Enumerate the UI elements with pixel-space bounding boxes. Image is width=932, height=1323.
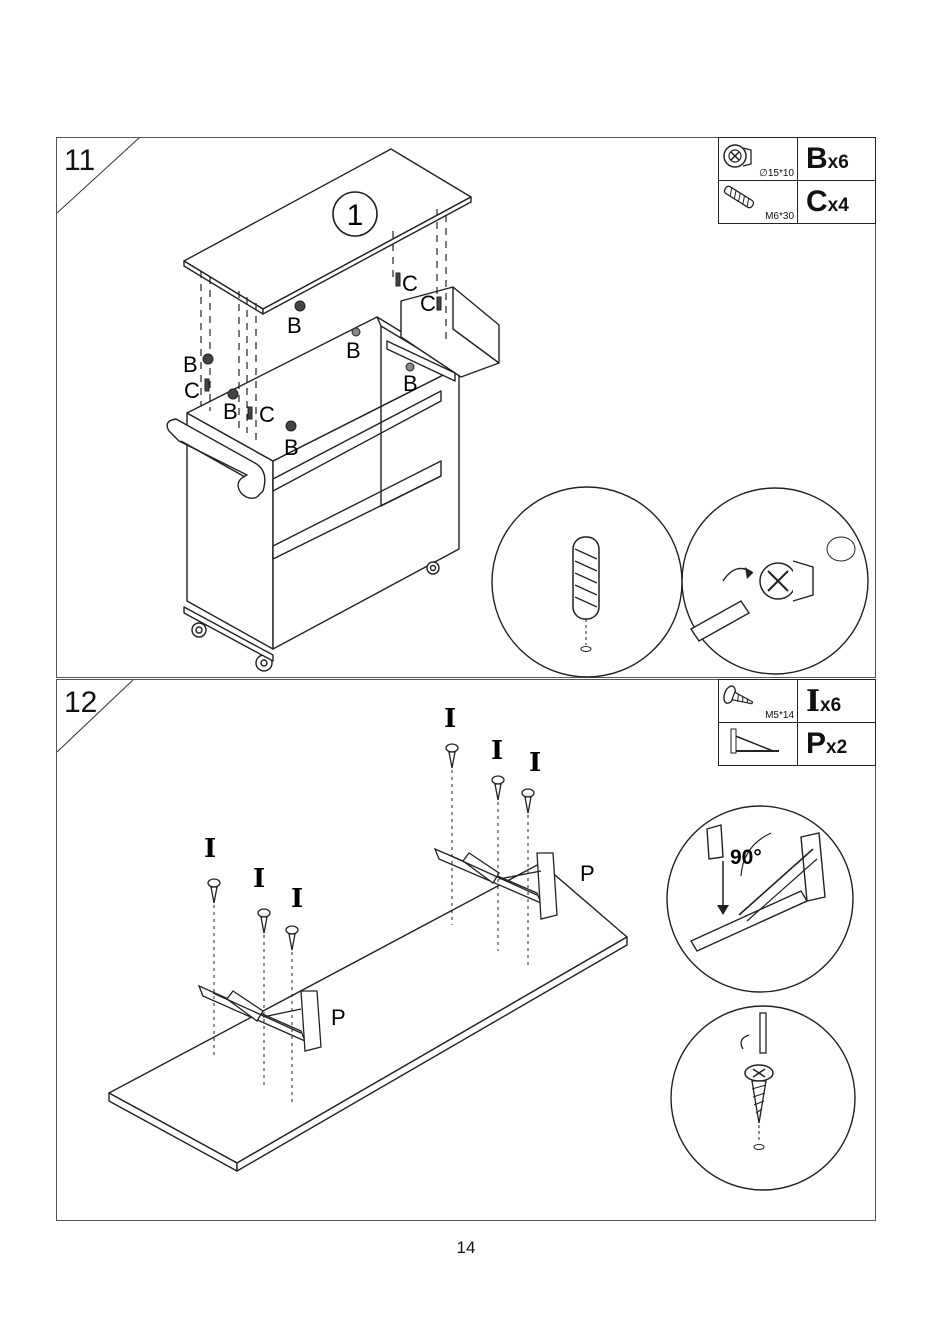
cabinet-body bbox=[187, 317, 459, 649]
step-11-panel: 11 ∅15*10 Bx6 bbox=[56, 137, 876, 678]
label-c-4: C bbox=[259, 402, 275, 427]
label-i-3: I bbox=[291, 884, 303, 914]
svg-text:1: 1 bbox=[347, 199, 364, 232]
label-b-1: B bbox=[287, 313, 302, 338]
label-c-1: C bbox=[402, 271, 418, 296]
panel-badge: 1 bbox=[333, 192, 377, 236]
label-i-5: I bbox=[491, 736, 503, 766]
step-12-panel: 12 M5*14 Ix6 bbox=[56, 679, 876, 1221]
cam-lock-detail-circle bbox=[682, 488, 868, 674]
label-b-4: B bbox=[223, 399, 238, 424]
label-b-6: B bbox=[403, 371, 418, 396]
step-12-illustration: I I I I I I P P 90° bbox=[57, 680, 877, 1222]
label-b-5: B bbox=[284, 435, 299, 460]
dowel-detail-circle bbox=[492, 487, 682, 677]
label-p-1: P bbox=[331, 1005, 346, 1030]
label-c-3: C bbox=[184, 378, 200, 403]
label-i-1: I bbox=[204, 834, 216, 864]
screw-detail-circle bbox=[671, 1006, 855, 1190]
angle-label: 90° bbox=[730, 846, 762, 869]
label-c-2: C bbox=[420, 291, 436, 316]
label-p-2: P bbox=[580, 861, 595, 886]
bracket-angle-detail-circle: 90° bbox=[667, 806, 853, 992]
label-b-3: B bbox=[183, 352, 198, 377]
step-11-illustration: B B B B B B C C C C 1 bbox=[57, 138, 877, 679]
label-b-2: B bbox=[346, 338, 361, 363]
page-number: 14 bbox=[0, 1238, 932, 1258]
label-i-4: I bbox=[444, 704, 456, 734]
worktop-panel bbox=[184, 149, 471, 314]
label-i-2: I bbox=[253, 864, 265, 894]
label-i-6: I bbox=[529, 748, 541, 778]
